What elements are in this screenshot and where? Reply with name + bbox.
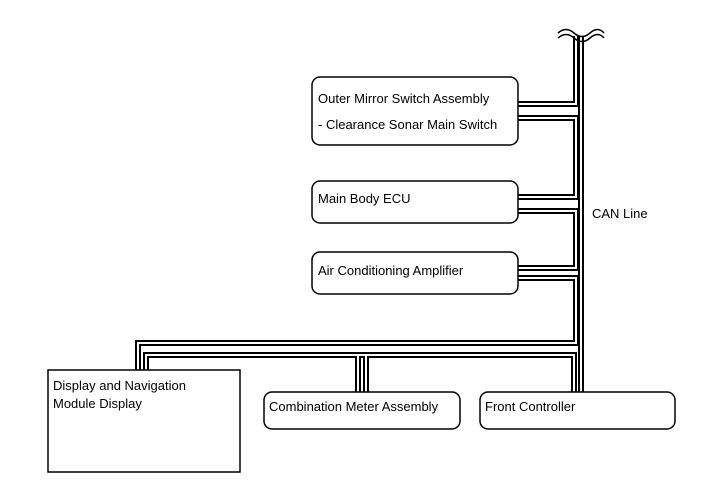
- bus-break-mark: [557, 26, 605, 43]
- front-controller-box: [479, 391, 676, 430]
- node-combination-meter: Combination Meter Assembly: [263, 391, 461, 430]
- outer-mirror-box: [311, 76, 519, 146]
- can-line-label: CAN Line: [592, 206, 648, 221]
- display-navigation-label-line2: Module Display: [53, 396, 142, 411]
- main-body-ecu-label: Main Body ECU: [318, 191, 410, 206]
- outer-mirror-label-line2: - Clearance Sonar Main Switch: [318, 117, 497, 132]
- main-body-ecu-box: [311, 180, 519, 224]
- node-front-controller: Front Controller: [479, 391, 676, 430]
- bus-wire-ecu-to-ac: [518, 208, 579, 271]
- outer-mirror-label-line1: Outer Mirror Switch Assembly: [318, 91, 490, 106]
- node-display-navigation: Display and Navigation Module Display: [47, 369, 241, 473]
- display-navigation-label-line1: Display and Navigation: [53, 378, 186, 393]
- air-conditioning-box: [311, 251, 519, 295]
- can-bus-wiring: [135, 30, 584, 392]
- combination-meter-box: [263, 391, 461, 430]
- bus-wire-mirror-to-ecu: [518, 115, 579, 200]
- node-air-conditioning-amplifier: Air Conditioning Amplifier: [311, 251, 519, 295]
- air-conditioning-label: Air Conditioning Amplifier: [318, 263, 464, 278]
- combination-meter-label: Combination Meter Assembly: [269, 399, 439, 414]
- bus-wire-top: [518, 30, 579, 107]
- front-controller-label: Front Controller: [485, 399, 576, 414]
- node-main-body-ecu: Main Body ECU: [311, 180, 519, 224]
- display-navigation-box: [47, 369, 241, 473]
- node-outer-mirror-switch: Outer Mirror Switch Assembly - Clearance…: [311, 76, 519, 146]
